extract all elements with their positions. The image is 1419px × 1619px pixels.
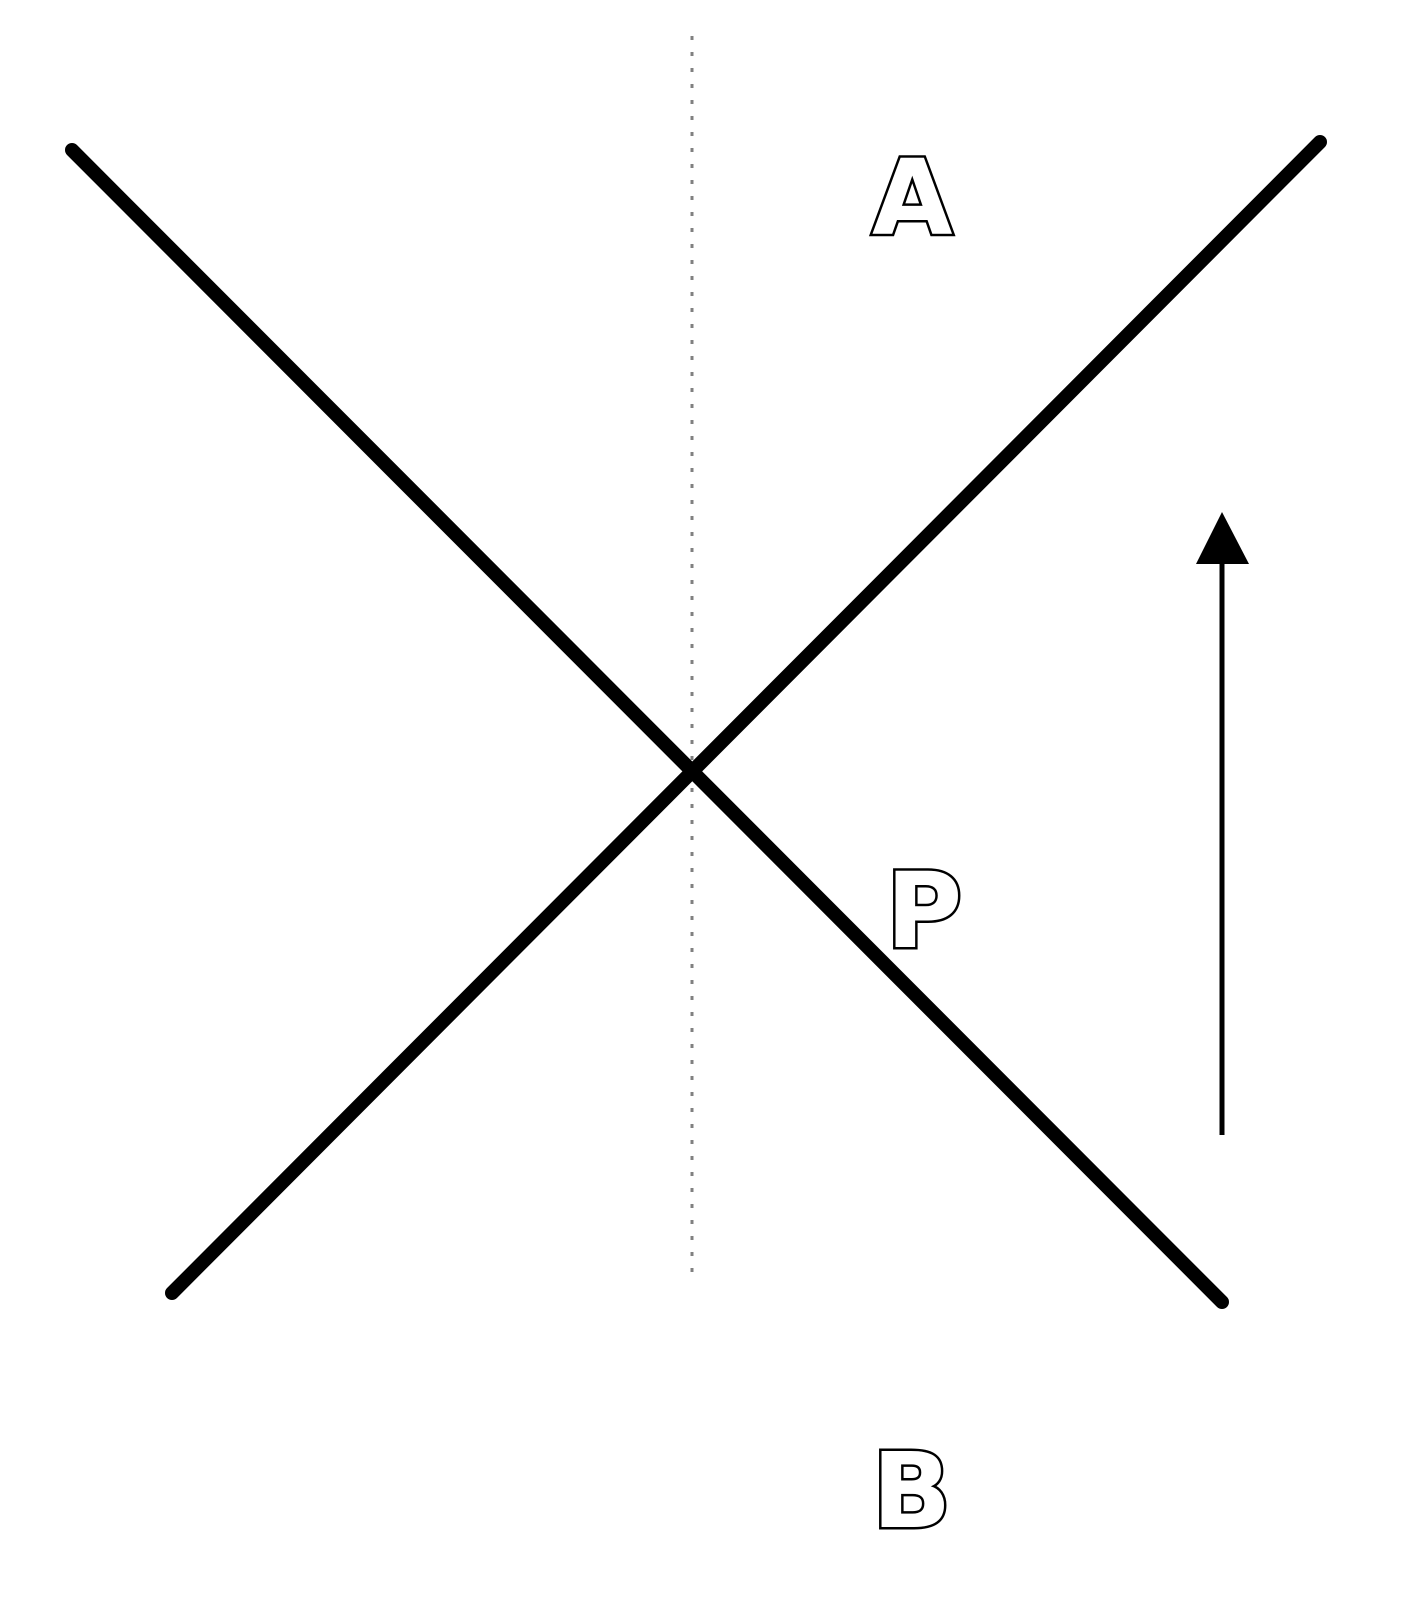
up-arrow-icon [1196, 512, 1249, 1135]
label-p: P [886, 850, 962, 972]
label-a: A [872, 137, 953, 259]
descending-line [65, 143, 1229, 1309]
ascending-line [165, 135, 1327, 1300]
label-b: B [872, 1430, 951, 1552]
